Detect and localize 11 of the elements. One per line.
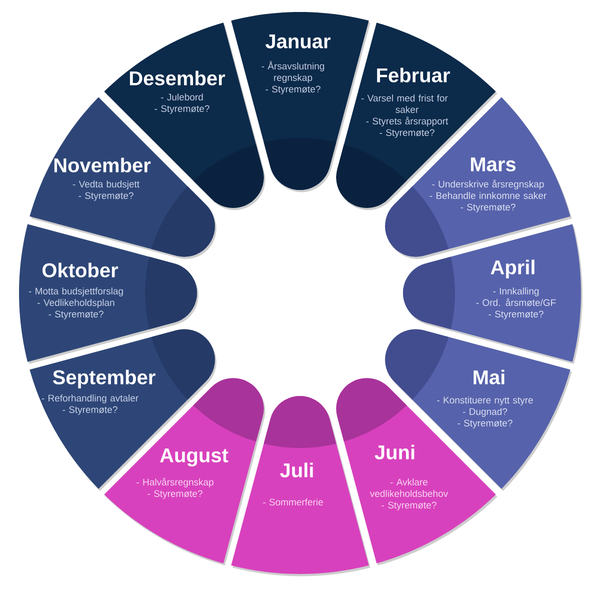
node-label: - Ord. årsmøte/GF	[476, 298, 556, 306]
node-label: Februar	[377, 68, 450, 82]
node-label: - Styremøte?	[488, 310, 544, 320]
node-label: - Halvårsregnskap	[136, 478, 214, 488]
node-label: - Innkalling	[493, 288, 539, 296]
node-label: - Styremøte?	[382, 502, 436, 510]
node-label: April	[490, 260, 534, 278]
node-label: - Styremøte?	[154, 105, 210, 114]
node-label: - Styremøte?	[148, 490, 202, 499]
node-label: Desember	[130, 70, 226, 86]
wheel-segment: Juli - Sommerferie	[231, 396, 370, 576]
